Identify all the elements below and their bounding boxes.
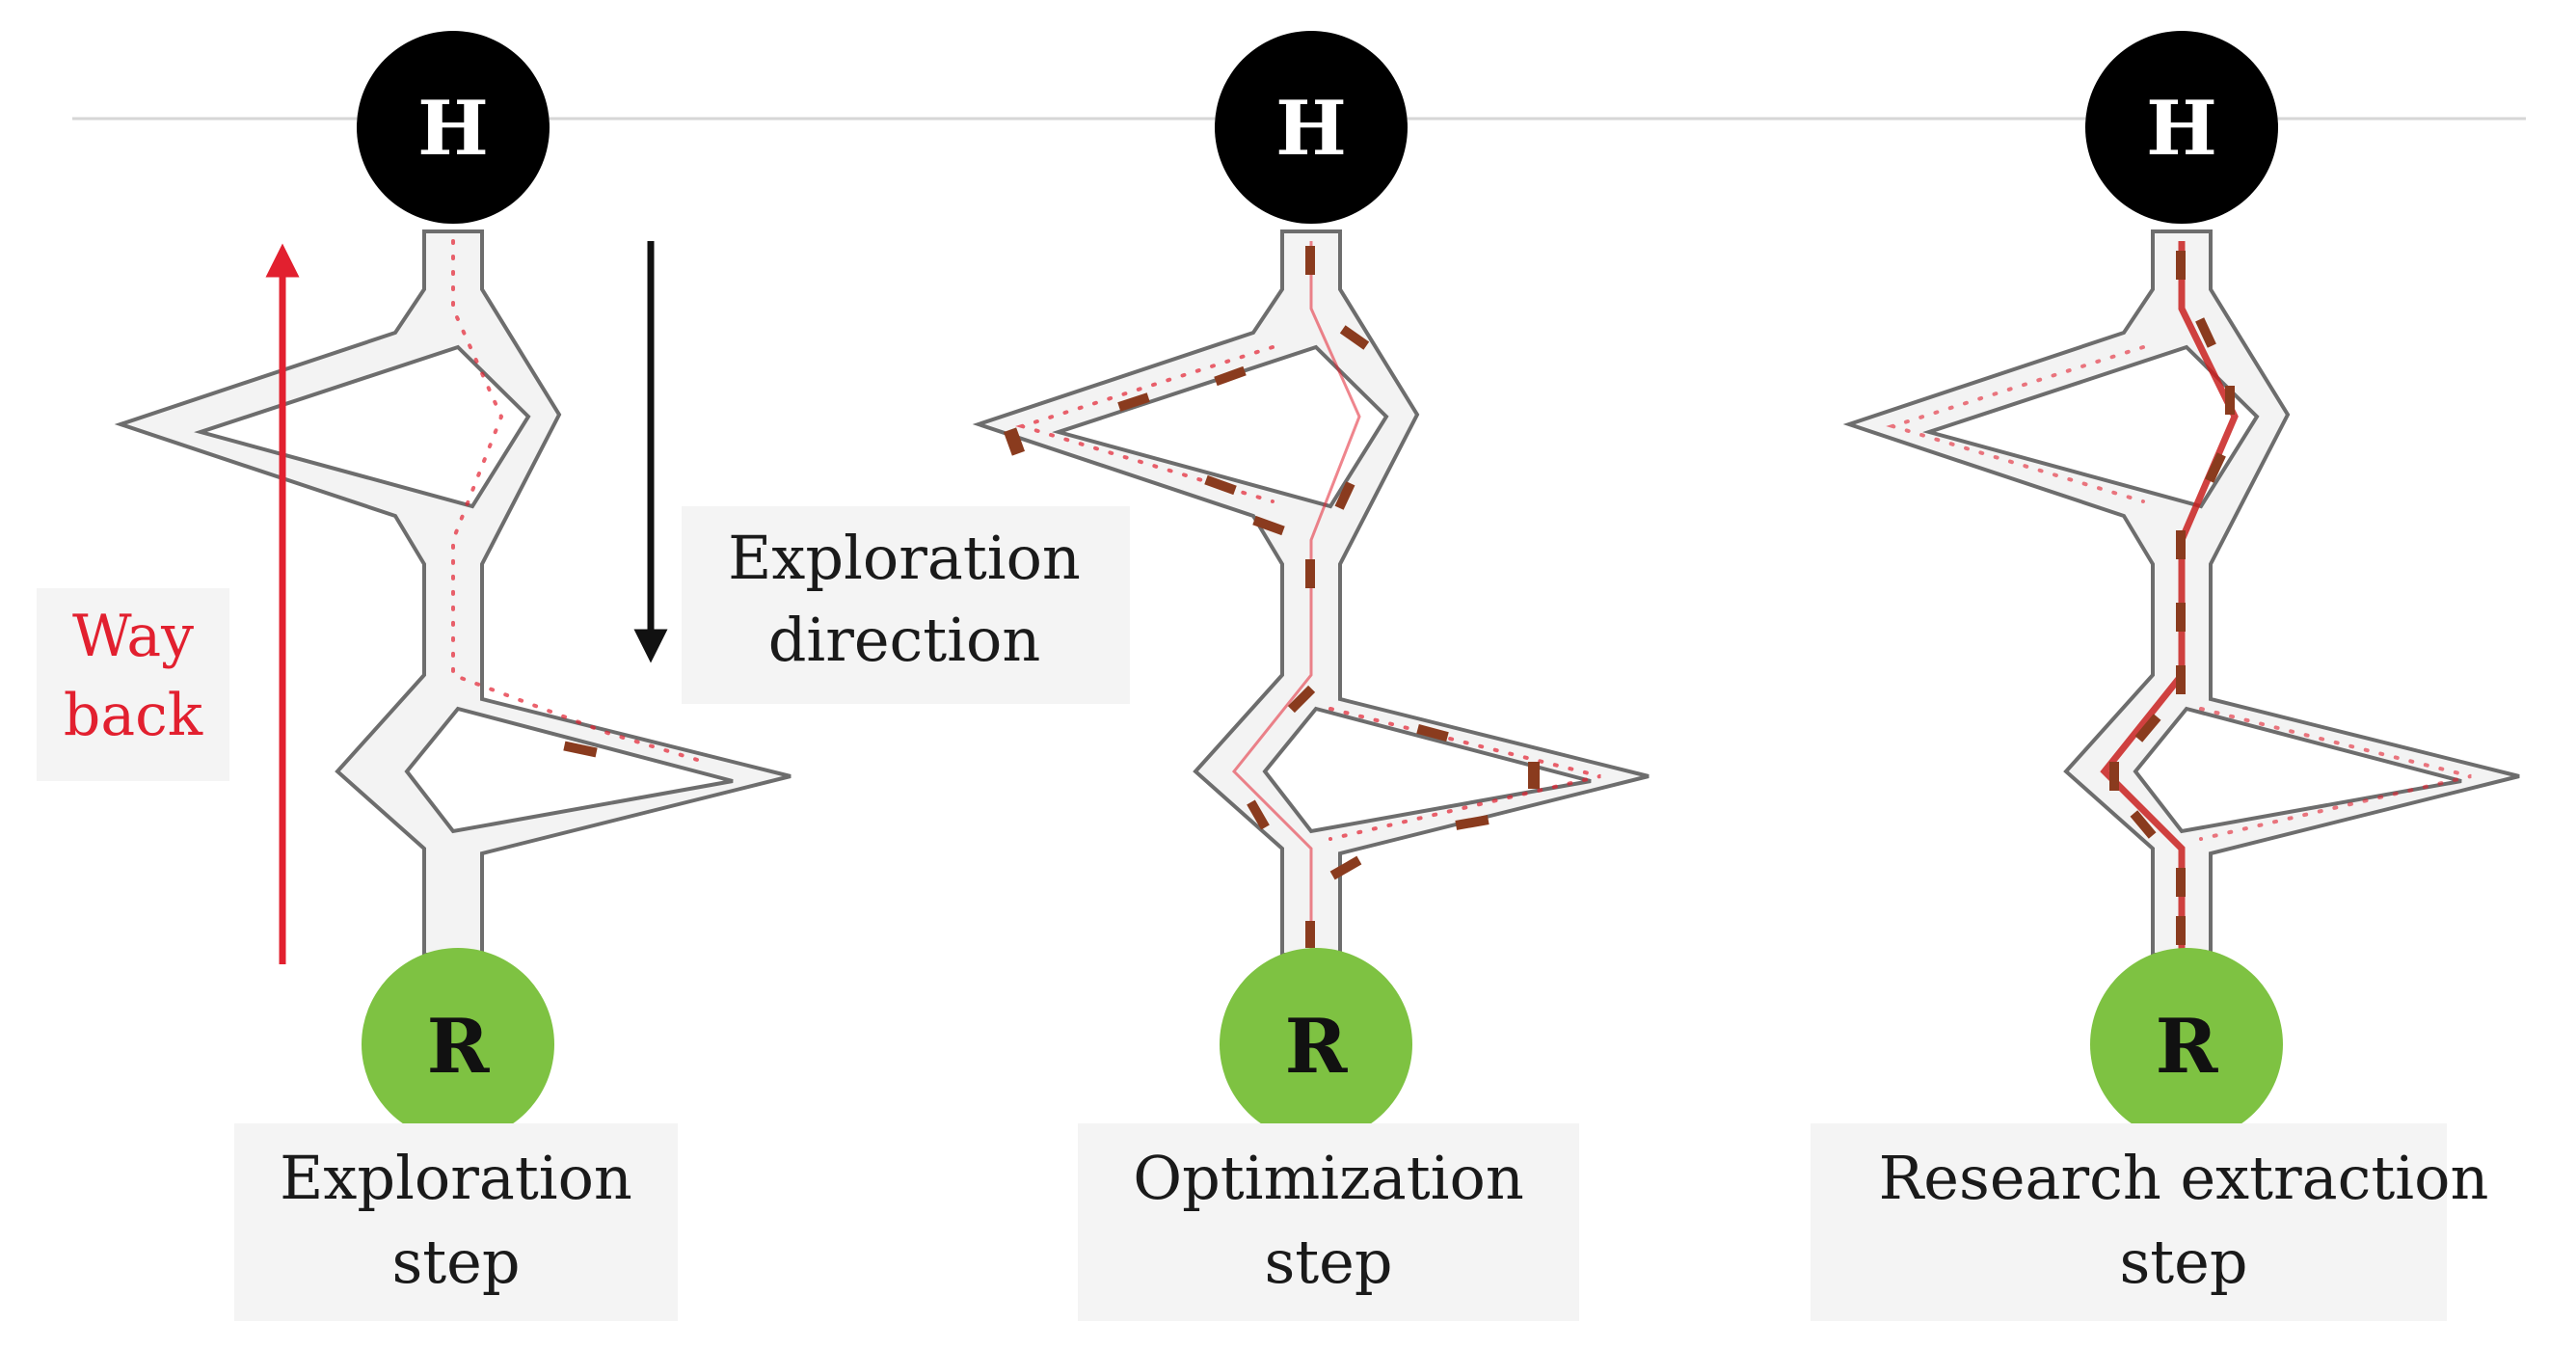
way-back-label-line2: back [64, 682, 203, 749]
ant [2176, 530, 2186, 559]
maze-lower-island [1262, 706, 1592, 834]
ant [1247, 799, 1270, 830]
ant [1204, 474, 1237, 496]
ant [1305, 559, 1315, 588]
top-node-label: H [417, 85, 489, 173]
panel-research-extraction: H R [1842, 31, 2520, 1141]
ant [2134, 714, 2161, 742]
panel-2-caption-line2: step [1264, 1227, 1392, 1297]
maze-lower-island [2133, 706, 2462, 834]
maze-upper-island [194, 344, 531, 509]
ant [1287, 685, 1316, 714]
pheromone-trail [451, 239, 706, 764]
panel-1-caption-line1: Exploration [280, 1143, 632, 1213]
ant [1252, 515, 1285, 536]
ant [2176, 916, 2186, 945]
direction-label-line1: Exploration [728, 523, 1081, 593]
ant [1334, 481, 1355, 510]
panel-3-caption-line2: step [2119, 1227, 2247, 1297]
ant [2176, 603, 2186, 632]
bottom-node-label: R [1285, 1003, 1349, 1091]
ant [2205, 452, 2226, 483]
caption-box-3 [1811, 1123, 2447, 1321]
pheromone-trail-side [1886, 345, 2472, 841]
bottom-node-r [2090, 948, 2283, 1141]
bottom-node-label: R [2156, 1003, 2219, 1091]
ant [2195, 317, 2216, 348]
panel-exploration: H R [114, 31, 792, 1141]
ant [2176, 251, 2186, 280]
panel-1-caption-line2: step [391, 1227, 520, 1297]
ant [2176, 665, 2186, 694]
bottom-node-r [1220, 948, 1412, 1141]
ant [563, 741, 598, 758]
ant [1416, 724, 1449, 742]
way-back-label-box [37, 588, 229, 781]
ant [1003, 427, 1026, 456]
pheromone-trail-main [1231, 241, 1361, 955]
top-node-label: H [2146, 85, 2217, 173]
bottom-node-r [362, 948, 554, 1141]
top-node-h [357, 31, 550, 224]
ant [1329, 855, 1362, 880]
ant [1305, 246, 1315, 275]
top-node-label: H [1275, 85, 1347, 173]
ant [1214, 365, 1247, 387]
panel-3-caption-line1: Research extraction [1879, 1143, 2489, 1213]
panel-optimization: H R [972, 31, 1650, 1141]
ant [2109, 762, 2119, 791]
bottom-node-label: R [427, 1003, 491, 1091]
ant [1528, 762, 1540, 789]
ants [2109, 251, 2235, 945]
ant [2176, 868, 2186, 897]
maze-lower-island [404, 706, 734, 834]
top-node-h [2085, 31, 2278, 224]
direction-label-box [682, 506, 1130, 704]
ant [1117, 392, 1150, 412]
ant [2130, 810, 2157, 839]
panel-2-caption-line1: Optimization [1133, 1143, 1524, 1213]
top-node-h [1215, 31, 1408, 224]
ant [2225, 386, 2235, 415]
ants [1003, 246, 1540, 948]
ant [1339, 325, 1370, 350]
direction-label-line2: direction [768, 605, 1041, 675]
ant [1455, 815, 1489, 830]
caption-box-1 [234, 1123, 678, 1321]
caption-box-2 [1078, 1123, 1579, 1321]
way-back-label-line1: Way [72, 603, 194, 670]
ant [1305, 921, 1315, 948]
